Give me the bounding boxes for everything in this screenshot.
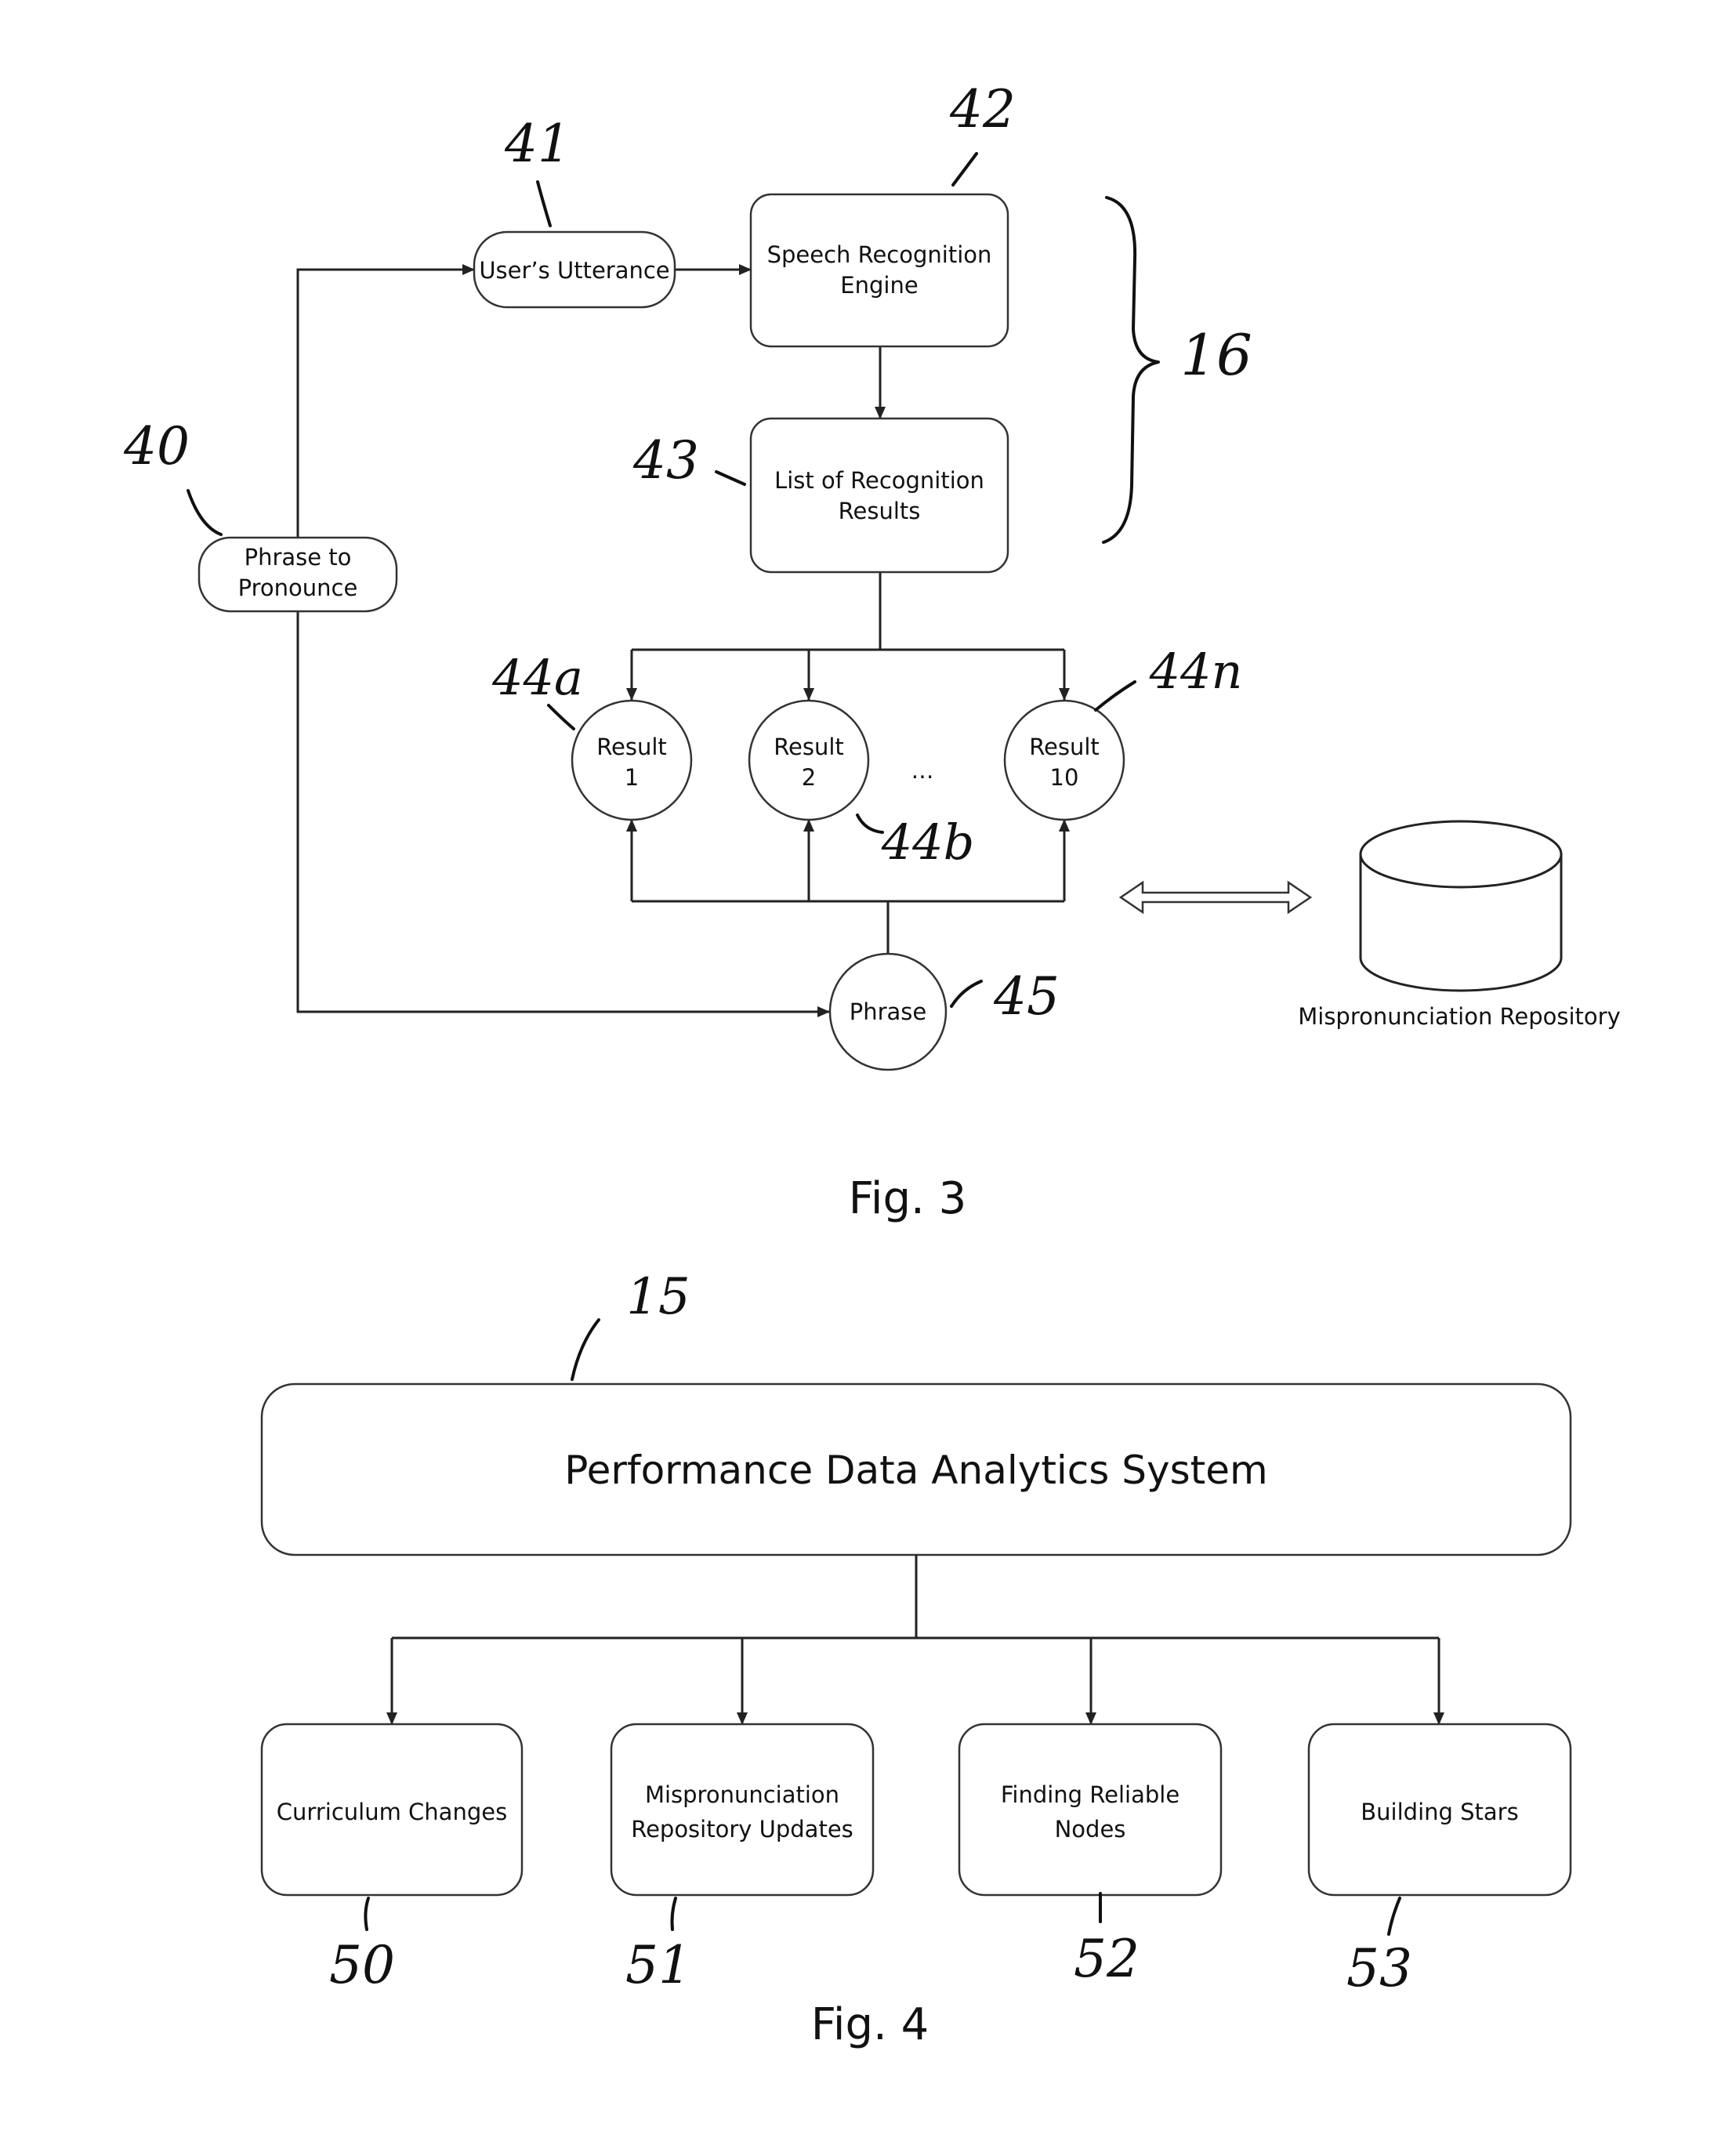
leader-40	[188, 491, 221, 534]
engine-line-1: Speech Recognition	[767, 241, 992, 268]
leader-44b	[857, 815, 882, 832]
node-result-2: Result 2	[749, 701, 868, 820]
results-list-line-2: Results	[839, 498, 921, 524]
ref-43: 43	[632, 430, 699, 491]
results-ellipsis: …	[911, 757, 934, 784]
building-stars-label: Building Stars	[1361, 1799, 1518, 1825]
result-10-line-1: Result	[1029, 734, 1100, 760]
result-1-line-1: Result	[596, 734, 667, 760]
leader-15	[572, 1320, 599, 1379]
leader-44n	[1096, 682, 1135, 710]
node-result-1: Result 1	[572, 701, 691, 820]
node-speech-recognition-engine: Speech Recognition Engine	[751, 194, 1008, 346]
result-2-line-1: Result	[774, 734, 844, 760]
fig4-connectors	[392, 1555, 1439, 1724]
leader-43	[716, 472, 745, 484]
repository-label: Mispronunciation Repository	[1298, 1003, 1621, 1030]
fig3-connectors	[298, 270, 1064, 1012]
leader-51	[672, 1898, 676, 1930]
arrow-phrase-to-utterance	[298, 270, 474, 538]
fig4-caption: Fig. 4	[811, 1999, 929, 2050]
leader-53	[1389, 1898, 1400, 1934]
node-performance-data-analytics-system: Performance Data Analytics System	[262, 1384, 1571, 1555]
ref-40: 40	[123, 416, 190, 476]
leader-42	[953, 154, 977, 185]
ref-44a: 44a	[491, 649, 583, 706]
node-recognition-results-list: List of Recognition Results	[751, 419, 1008, 572]
ref-41: 41	[504, 114, 571, 174]
result-2-line-2: 2	[802, 764, 816, 791]
users-utterance-label: User’s Utterance	[479, 257, 669, 284]
brace-16	[1103, 197, 1158, 542]
finding-reliable-nodes-line-1: Finding Reliable	[1001, 1781, 1180, 1808]
leader-44a	[549, 705, 574, 729]
ref-42: 42	[949, 79, 1016, 140]
repository-updates-line-2: Repository Updates	[631, 1816, 853, 1843]
system-label: Performance Data Analytics System	[564, 1448, 1267, 1493]
phrase-to-pronounce-line-2: Pronounce	[238, 574, 358, 601]
mispronunciation-repository-cylinder	[1361, 821, 1561, 991]
node-users-utterance: User’s Utterance	[474, 232, 675, 307]
node-phrase-to-pronounce: Phrase to Pronounce	[199, 538, 397, 611]
ref-16: 16	[1180, 322, 1252, 388]
engine-line-2: Engine	[840, 272, 918, 299]
ref-15: 15	[626, 1268, 690, 1326]
phrase-to-pronounce-line-1: Phrase to	[245, 544, 352, 571]
phrase-label: Phrase	[850, 998, 927, 1025]
fig3-diagram: Phrase to Pronounce User’s Utterance Spe…	[123, 79, 1621, 1224]
node-building-stars: Building Stars	[1309, 1724, 1571, 1895]
repository-updates-line-1: Mispronunciation	[645, 1781, 839, 1808]
leader-41	[538, 182, 550, 226]
ref-52: 52	[1074, 1929, 1140, 1989]
ref-44b: 44b	[881, 813, 975, 871]
ref-50: 50	[329, 1935, 395, 1995]
node-finding-reliable-nodes: Finding Reliable Nodes	[959, 1724, 1221, 1895]
ref-53: 53	[1346, 1938, 1412, 1998]
leader-45	[951, 981, 981, 1006]
node-mispronunciation-repository-updates: Mispronunciation Repository Updates	[611, 1724, 873, 1895]
finding-reliable-nodes-line-2: Nodes	[1055, 1816, 1126, 1843]
curriculum-changes-label: Curriculum Changes	[277, 1799, 507, 1825]
node-phrase: Phrase	[830, 954, 946, 1070]
result-1-line-2: 1	[625, 764, 639, 791]
fig3-caption: Fig. 3	[849, 1173, 966, 1224]
result-10-line-2: 10	[1050, 764, 1079, 791]
fig4-diagram: Performance Data Analytics System Curric…	[262, 1268, 1571, 2050]
double-arrow	[1121, 882, 1310, 912]
ref-44n: 44n	[1149, 643, 1243, 700]
ref-51: 51	[625, 1935, 691, 1995]
results-list-line-1: List of Recognition	[774, 467, 984, 494]
node-curriculum-changes: Curriculum Changes	[262, 1724, 522, 1895]
node-result-10: Result 10	[1005, 701, 1124, 820]
leader-50	[365, 1898, 368, 1930]
ref-45: 45	[993, 966, 1060, 1027]
